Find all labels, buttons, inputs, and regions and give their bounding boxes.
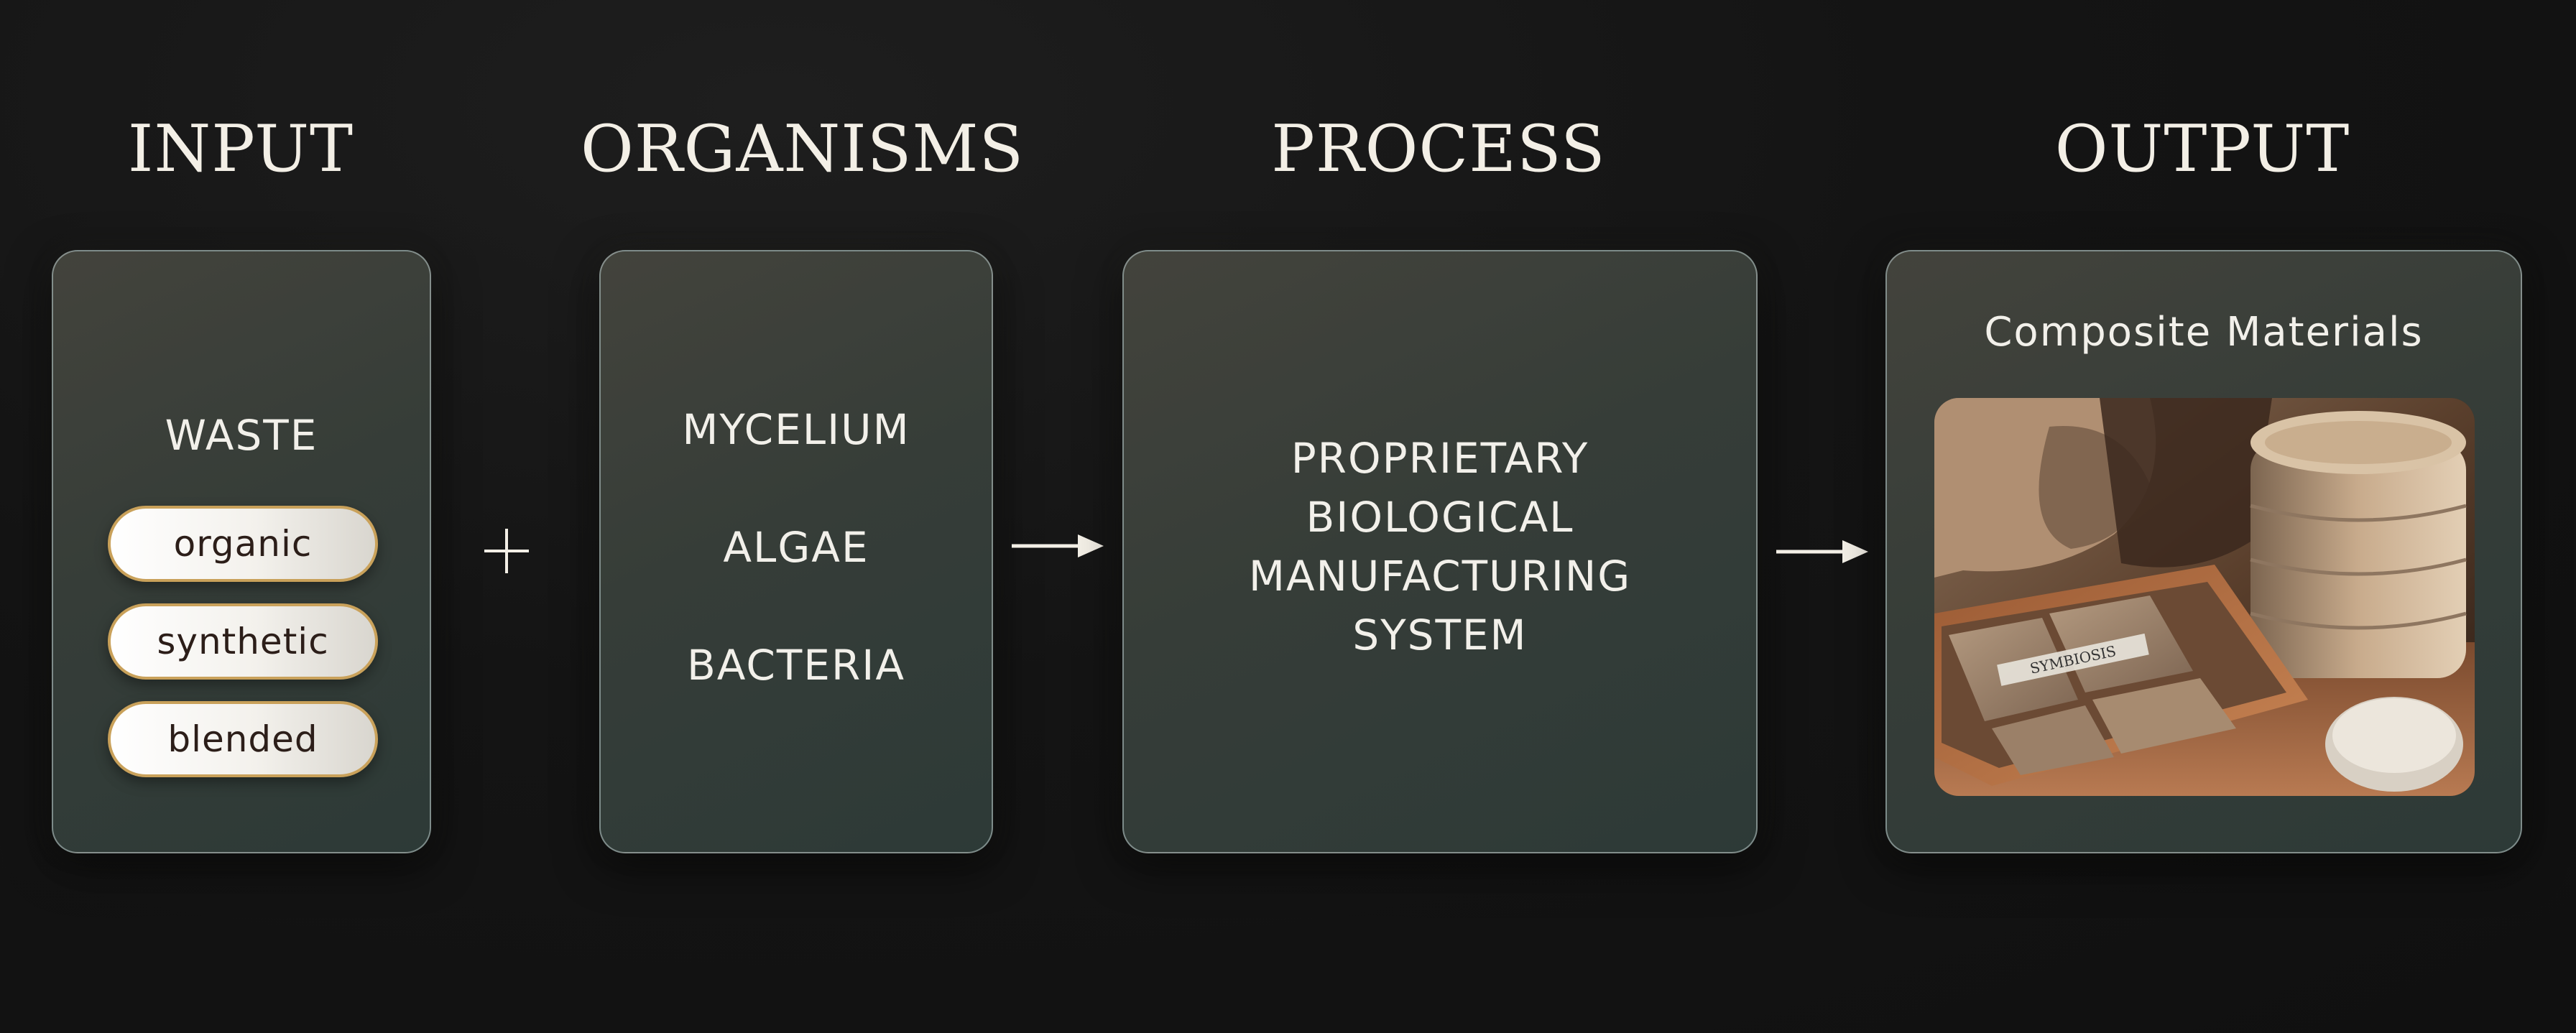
round-mycelium-pad — [2325, 697, 2463, 792]
heading-process: PROCESS — [1223, 106, 1654, 193]
composite-materials-illustration: SYMBIOSIS — [1934, 398, 2475, 796]
process-card: PROPRIETARY BIOLOGICAL MANUFACTURING SYS… — [1122, 250, 1758, 853]
composite-materials-photo: SYMBIOSIS — [1934, 398, 2475, 796]
organism-algae: ALGAE — [601, 523, 992, 572]
heading-output: OUTPUT — [1987, 106, 2418, 193]
pill-synthetic: synthetic — [108, 603, 378, 680]
arrow-right-icon — [1773, 534, 1870, 569]
input-card: WASTE organic synthetic blended — [52, 250, 431, 853]
stacked-mycelium-discs — [2250, 411, 2466, 678]
waste-label: WASTE — [53, 411, 430, 460]
organisms-card: MYCELIUM ALGAE BACTERIA — [599, 250, 993, 853]
process-line-1: PROPRIETARY — [1124, 434, 1756, 483]
process-line-4: SYSTEM — [1124, 611, 1756, 659]
heading-input: INPUT — [97, 106, 384, 193]
organism-mycelium: MYCELIUM — [601, 405, 992, 454]
pill-blended: blended — [108, 701, 378, 777]
heading-organisms: ORGANISMS — [581, 106, 1012, 193]
process-line-3: MANUFACTURING — [1124, 552, 1756, 601]
pill-organic: organic — [108, 506, 378, 582]
plus-icon — [480, 524, 533, 578]
process-line-2: BIOLOGICAL — [1124, 493, 1756, 542]
organism-bacteria: BACTERIA — [601, 641, 992, 690]
output-title: Composite Materials — [1887, 309, 2521, 356]
arrow-right-icon — [1009, 529, 1105, 563]
output-card: Composite Materials — [1885, 250, 2522, 853]
